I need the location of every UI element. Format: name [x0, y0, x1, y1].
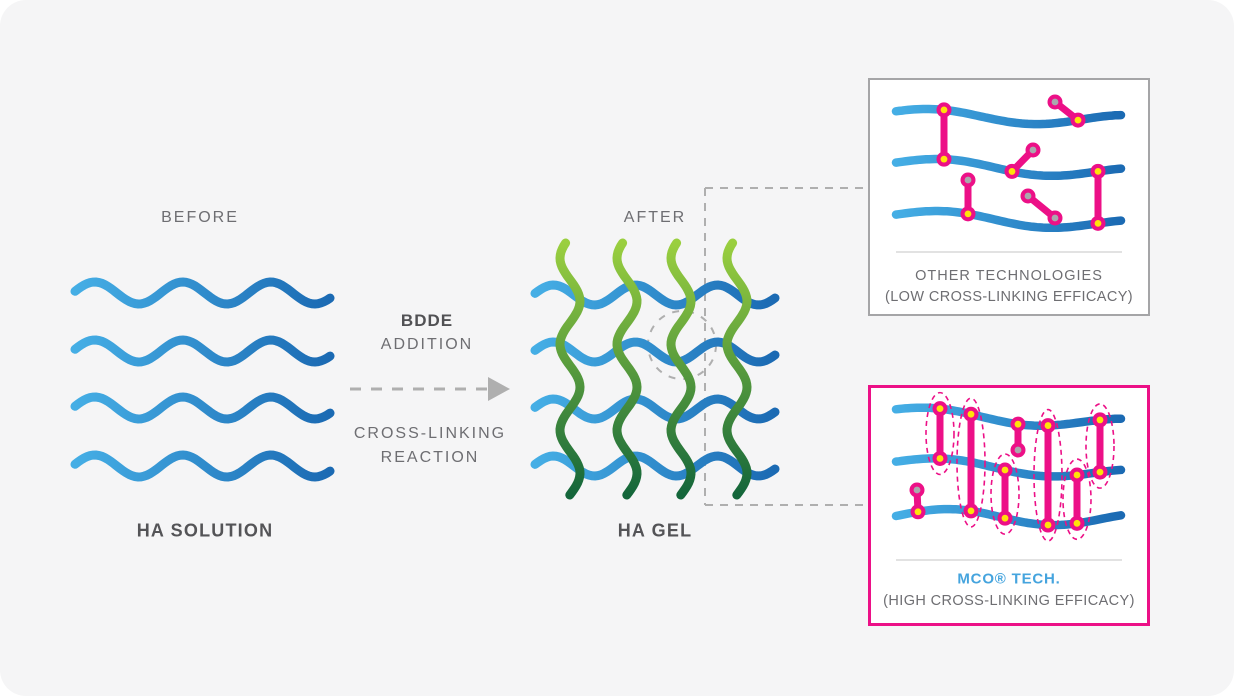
free-node-core — [1051, 214, 1059, 222]
other-technologies-box — [868, 78, 1150, 316]
other-technologies-title: OTHER TECHNOLOGIES — [915, 268, 1103, 284]
attached-node-core — [1014, 420, 1022, 428]
free-node-core — [964, 176, 972, 184]
ha-chain-wave — [70, 277, 335, 309]
ha-chain-wave — [891, 206, 1126, 233]
ha-gel-caption: HA GEL — [617, 520, 693, 541]
after-label: AFTER — [623, 209, 687, 226]
crosslinker-wave — [612, 238, 642, 500]
efficacy-ellipse — [1062, 458, 1092, 541]
attached-node-core — [1044, 422, 1052, 429]
attached-node-core — [967, 507, 975, 515]
crosslinker-wave — [555, 238, 585, 500]
mco-tech-subtitle: (HIGH CROSS-LINKING EFFICACY) — [883, 593, 1135, 609]
efficacy-ellipse — [956, 397, 986, 528]
efficacy-ellipse — [1033, 408, 1063, 542]
efficacy-ellipse — [1085, 403, 1115, 489]
crosslinker-wave — [666, 238, 696, 500]
ha-solution-caption: HA SOLUTION — [136, 520, 274, 541]
attached-node-core — [1044, 521, 1052, 529]
efficacy-ellipse — [925, 391, 955, 476]
mco-tech-box — [868, 385, 1150, 626]
ha-gel-waves — [530, 238, 780, 500]
attached-node-core — [964, 210, 972, 218]
free-node-core — [913, 486, 921, 494]
before-label: BEFORE — [161, 209, 239, 226]
ha-chain-wave — [70, 450, 335, 482]
other-technologies-subtitle: (LOW CROSS-LINKING EFFICACY) — [884, 289, 1134, 305]
free-node-core — [1051, 98, 1059, 106]
free-node-core — [1014, 446, 1022, 454]
attached-node-core — [1074, 116, 1082, 124]
attached-node-core — [1073, 471, 1081, 479]
attached-node-core — [967, 410, 975, 418]
attached-node-core — [1001, 514, 1009, 522]
attached-node-core — [936, 455, 944, 462]
attached-node-core — [914, 508, 922, 516]
attached-node-core — [936, 405, 944, 413]
attached-node-core — [940, 155, 948, 163]
attached-node-core — [1001, 466, 1009, 474]
reaction-arrow — [350, 377, 510, 401]
attached-node-core — [1094, 219, 1102, 227]
ha-chain-wave — [530, 337, 780, 367]
free-node-core — [1029, 146, 1037, 154]
attached-node-core — [1096, 416, 1104, 424]
ha-chain-wave — [70, 392, 335, 424]
attached-node-core — [1096, 468, 1104, 476]
addition-label: ADDITION — [380, 336, 474, 353]
crosslinker-wave — [722, 238, 752, 500]
cross-linking-label: CROSS-LINKING — [353, 425, 507, 442]
attached-node-core — [1073, 519, 1081, 527]
arrow-head — [488, 377, 510, 401]
bdde-label: BDDE — [400, 311, 454, 330]
ha-chain-wave — [70, 335, 335, 367]
reaction-label: REACTION — [380, 449, 480, 466]
attached-node-core — [1094, 167, 1102, 175]
mco-tech-title: MCO® TECH. — [957, 570, 1061, 588]
ha-solution-waves — [70, 277, 335, 482]
free-node-core — [1024, 192, 1032, 200]
attached-node-core — [940, 106, 948, 114]
attached-node-core — [1008, 168, 1016, 175]
